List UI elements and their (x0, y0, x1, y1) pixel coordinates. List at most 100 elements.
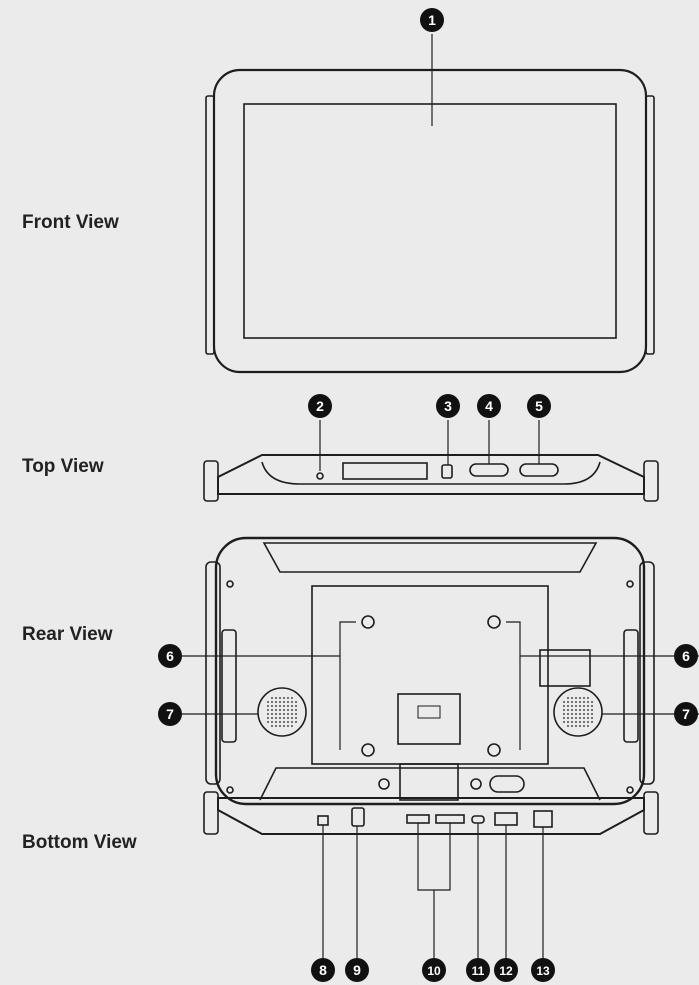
speaker-grille-dot (579, 697, 581, 699)
callout-13-number: 13 (536, 964, 550, 978)
speaker-grille-dot (287, 717, 289, 719)
speaker-grille-dot (579, 701, 581, 703)
speaker-grille-dot (563, 709, 565, 711)
speaker-grille-dot (291, 705, 293, 707)
speaker-grille-dot (583, 725, 585, 727)
speaker-grille-dot (567, 697, 569, 699)
speaker-grille-dot (267, 701, 269, 703)
rear-bottom-port-panel (399, 763, 459, 801)
speaker-grille-dot (579, 713, 581, 715)
speaker-grille-dot (287, 713, 289, 715)
speaker-grille-dot (575, 705, 577, 707)
speaker-grille-dot (291, 717, 293, 719)
speaker-grille-dot (575, 697, 577, 699)
rear-label-plate (397, 693, 461, 745)
callout-5-number: 5 (535, 398, 543, 414)
bottom-right-grip (643, 791, 659, 835)
front-bezel (212, 68, 648, 374)
speaker-grille-dot (583, 697, 585, 699)
bottom-dc-switch (317, 815, 329, 826)
speaker-grille-dot (563, 717, 565, 719)
speaker-grille-dot (287, 701, 289, 703)
callout-6-left-badge: 6 (158, 644, 182, 668)
top-inner-contour (261, 461, 601, 485)
speaker-grille-dot (279, 721, 281, 723)
rear-right-clip (623, 629, 639, 743)
rear-screw (626, 580, 634, 588)
speaker-grille-dot (295, 701, 297, 703)
speaker-grille-dot (575, 717, 577, 719)
front-right-grip (645, 95, 655, 355)
speaker-grille-dot (287, 721, 289, 723)
speaker-grille-dot (279, 709, 281, 711)
speaker-grille-dot (579, 721, 581, 723)
speaker-grille-dot (283, 697, 285, 699)
speaker-grille-dot (571, 709, 573, 711)
callout-8-number: 8 (319, 962, 327, 978)
speaker-grille-dot (271, 709, 273, 711)
rear-center-panel (311, 585, 549, 765)
speaker-grille-dot (287, 697, 289, 699)
speaker-grille-dot (583, 705, 585, 707)
top-rocker-b (519, 463, 559, 477)
speaker-grille-dot (591, 717, 593, 719)
bottom-view-label: Bottom View (22, 832, 137, 853)
speaker-grille-dot (587, 721, 589, 723)
top-right-grip (643, 460, 659, 502)
speaker-grille-dot (279, 705, 281, 707)
vesa-hole-bl (361, 743, 375, 757)
speaker-grille-dot (575, 701, 577, 703)
top-power-button (441, 464, 453, 479)
speaker-grille-dot (567, 701, 569, 703)
speaker-grille-dot (271, 713, 273, 715)
speaker-grille-dot (279, 717, 281, 719)
rear-connector (417, 705, 441, 719)
callout-10-badge: 10 (422, 958, 446, 982)
speaker-grille-dot (563, 705, 565, 707)
top-rocker-a (469, 463, 509, 477)
speaker-right (553, 687, 603, 737)
rear-sticker (539, 649, 591, 687)
speaker-grille-dot (267, 705, 269, 707)
callout-6-right-leader (506, 621, 699, 657)
callout-7-right-number: 7 (682, 706, 690, 722)
speaker-grille-dot (295, 721, 297, 723)
speaker-grille-dot (567, 721, 569, 723)
bottom-usb-a (494, 812, 518, 826)
top-body (217, 454, 645, 495)
speaker-grille-dot (583, 721, 585, 723)
bottom-cable-plug (351, 807, 365, 827)
speaker-grille-dot (279, 713, 281, 715)
speaker-grille-dot (563, 713, 565, 715)
callout-6-right-badge: 6 (674, 644, 698, 668)
speaker-grille-dot (295, 705, 297, 707)
speaker-grille-dot (567, 717, 569, 719)
speaker-grille-dot (587, 705, 589, 707)
vesa-hole-br (487, 743, 501, 757)
front-view (205, 34, 655, 374)
speaker-grille-dot (587, 713, 589, 715)
speaker-grille-dot (271, 705, 273, 707)
bottom-port-pair-b (435, 814, 465, 824)
speaker-grille-dot (295, 717, 297, 719)
callout-7-left-badge: 7 (158, 702, 182, 726)
speaker-grille-dot (587, 701, 589, 703)
speaker-grille-dot (271, 697, 273, 699)
speaker-grille-dot (287, 725, 289, 727)
speaker-grille-dot (275, 701, 277, 703)
bottom-port-pair-a (406, 814, 430, 824)
front-view-label: Front View (22, 212, 119, 233)
bottom-left-grip (203, 791, 219, 835)
speaker-grille-dot (583, 709, 585, 711)
top-microphone (316, 472, 324, 480)
rear-top-recess (262, 542, 598, 573)
speaker-grille-dot (275, 717, 277, 719)
speaker-grille-dot (567, 725, 569, 727)
callout-6-left-leader (160, 621, 356, 657)
bottom-view (203, 791, 659, 960)
callout-4-badge: 4 (477, 394, 501, 418)
callout-4-number: 4 (485, 398, 493, 414)
speaker-grille-dot (291, 725, 293, 727)
speaker-grille-dot (587, 697, 589, 699)
rear-bottom-recess (259, 767, 601, 801)
